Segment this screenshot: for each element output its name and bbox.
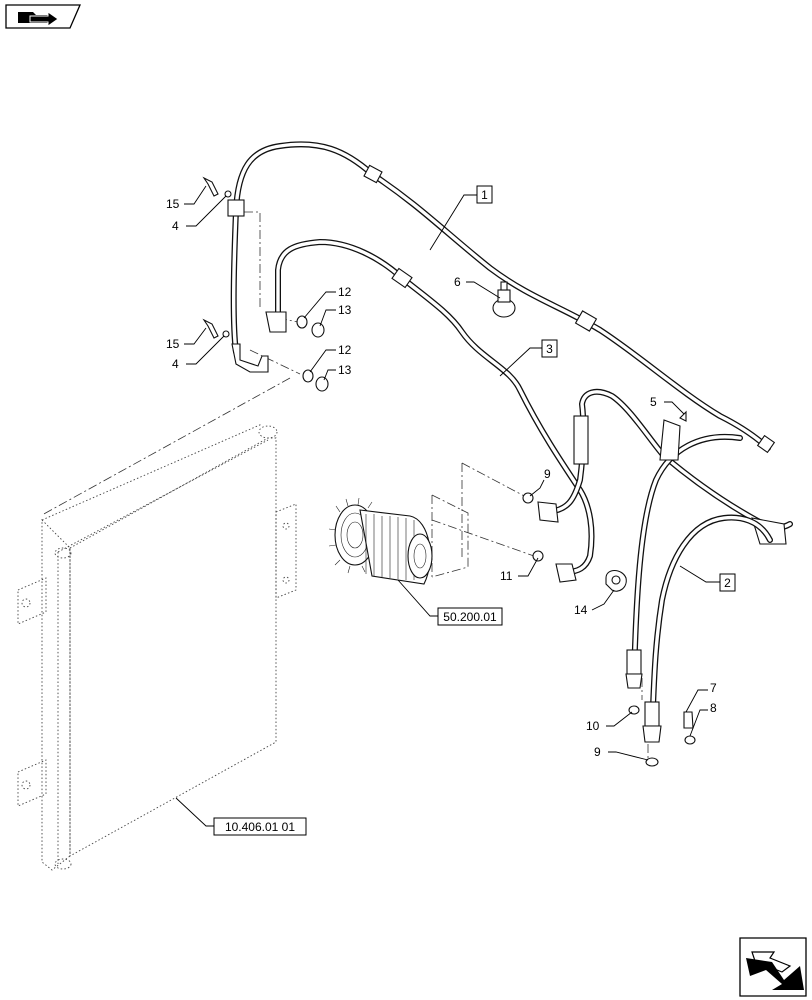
svg-text:50.200.01: 50.200.01 (443, 610, 497, 624)
callout-15a: 15 (166, 197, 180, 211)
pipe-2[interactable] (625, 419, 773, 743)
pipe-1[interactable] (227, 141, 776, 454)
screws (202, 176, 694, 729)
svg-text:2: 2 (724, 576, 731, 590)
pipe-3[interactable] (265, 239, 595, 583)
svg-text:1: 1 (481, 188, 488, 202)
callout-12a: 12 (338, 285, 352, 299)
reference-condenser[interactable]: 10.406.01 01 (213, 817, 307, 836)
callout-7: 7 (710, 681, 717, 695)
reference-compressor[interactable]: 50.200.01 (437, 607, 503, 626)
navigation-arrow-icon[interactable] (739, 937, 807, 997)
callout-labels: 15 4 15 4 12 13 12 13 6 5 9 11 14 7 8 10… (166, 197, 717, 759)
callout-5: 5 (650, 395, 657, 409)
folder-arrow-icon[interactable] (5, 4, 81, 29)
callout-13b: 13 (338, 363, 352, 377)
callout-4b: 4 (172, 357, 179, 371)
callout-12b: 12 (338, 343, 352, 357)
suction-pipe[interactable] (537, 388, 793, 545)
callout-box-1[interactable]: 1 (476, 185, 493, 204)
callout-8: 8 (710, 701, 717, 715)
callout-box-2[interactable]: 2 (719, 573, 736, 592)
callout-9a: 9 (544, 467, 551, 481)
washers-o-rings (222, 190, 696, 767)
condenser-assembly (17, 423, 297, 871)
callout-11: 11 (500, 569, 513, 583)
callout-14: 14 (574, 603, 588, 617)
svg-text:10.406.01 01: 10.406.01 01 (225, 820, 295, 834)
leader-lines (175, 185, 720, 827)
clamp-14 (605, 569, 627, 592)
callout-6: 6 (454, 275, 461, 289)
callout-4a: 4 (172, 219, 179, 233)
pressure-switch-6 (492, 281, 516, 318)
callout-9b: 9 (594, 745, 601, 759)
svg-text:3: 3 (546, 342, 553, 356)
callout-15b: 15 (166, 337, 180, 351)
callout-10: 10 (586, 719, 600, 733)
alignment-guides (41, 211, 649, 760)
callout-box-3[interactable]: 3 (541, 339, 558, 358)
callout-13a: 13 (338, 303, 352, 317)
compressor (328, 497, 433, 585)
